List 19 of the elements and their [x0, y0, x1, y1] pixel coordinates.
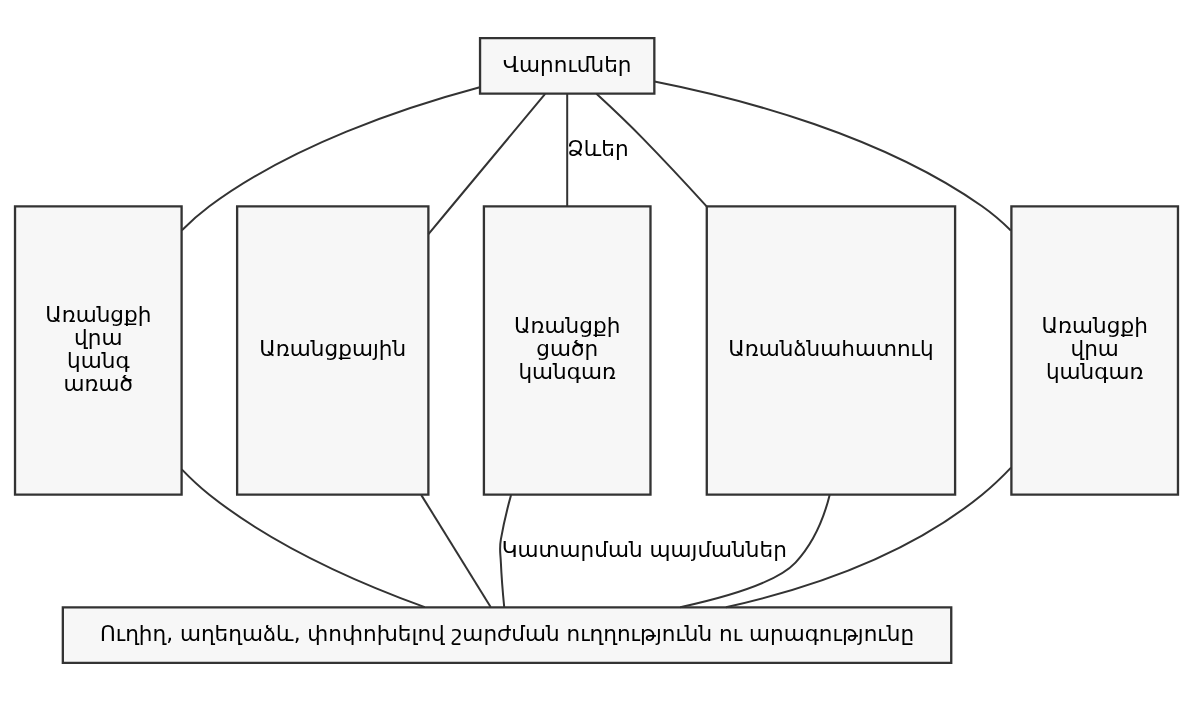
connector: [566, 93, 569, 207]
connector: [427, 93, 546, 235]
node-box: Առանցքի վրա կանգառ: [1010, 205, 1180, 496]
edge-label: Կատարման պայմաններ: [501, 536, 787, 562]
connector: [680, 494, 831, 609]
connector: [499, 494, 513, 608]
connector: [595, 93, 708, 208]
node-box: Առանցքի ցածր կանգառ: [482, 205, 652, 496]
node-box: Առանցքի վրա կանգ առած: [13, 205, 183, 496]
connector: [420, 494, 492, 608]
node-box: Ուղիղ, աղեղաձև, փոփոխելով շարժման ուղղությունն ու արագությունը: [61, 606, 953, 664]
edge-label: Ձևեր: [567, 135, 629, 161]
node-box: Վարումներ: [478, 37, 656, 95]
connector: [181, 468, 426, 609]
node-box: Առանձնահատուկ: [705, 205, 957, 496]
node-box: Առանցքային: [235, 205, 430, 496]
connector: [181, 86, 481, 231]
connector: [654, 80, 1012, 232]
connector: [725, 466, 1012, 609]
